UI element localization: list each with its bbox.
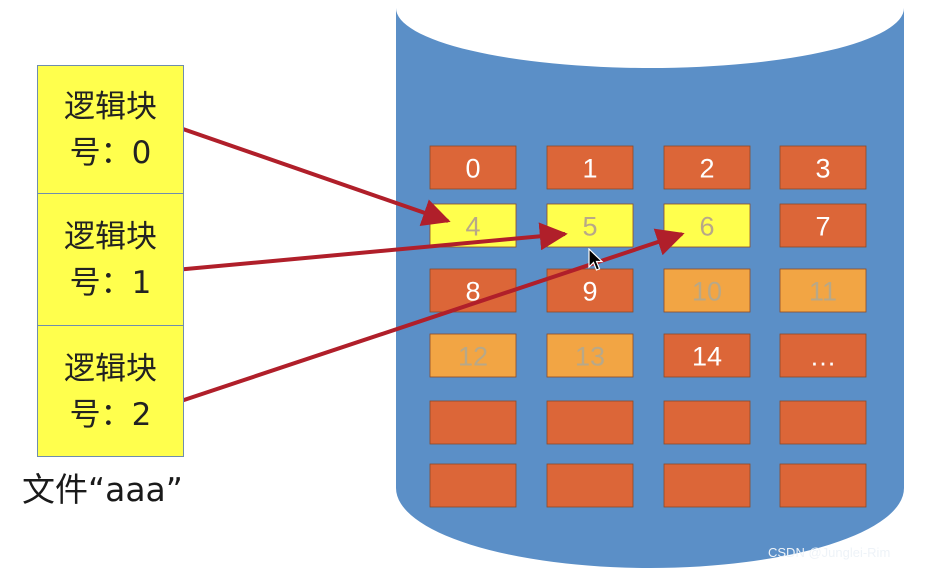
file-label: 文件“aaa”: [22, 470, 183, 509]
physical-block-11: 11: [779, 268, 867, 313]
physical-block-rect: [429, 463, 517, 508]
physical-block-21: [546, 463, 634, 508]
physical-block-12: 12: [429, 333, 517, 378]
physical-block-19: [779, 400, 867, 445]
logical-block-2-line1: 逻辑块: [64, 351, 157, 387]
physical-block-label: 10: [692, 277, 722, 307]
physical-block-label: 6: [699, 212, 714, 242]
physical-block-rect: [663, 463, 751, 508]
physical-block-17: [546, 400, 634, 445]
physical-block-label: 1: [582, 154, 597, 184]
physical-block-label: 2: [699, 154, 714, 184]
watermark: CSDN @Junglei-Rim: [768, 545, 891, 560]
physical-block-label: 9: [582, 277, 597, 307]
physical-block-rect: [429, 400, 517, 445]
physical-block-22: [663, 463, 751, 508]
logical-block-2: 逻辑块 号：2: [37, 325, 184, 457]
physical-block-7: 7: [779, 203, 867, 248]
physical-block-16: [429, 400, 517, 445]
physical-block-0: 0: [429, 145, 517, 190]
logical-block-1: 逻辑块 号：1: [37, 193, 184, 326]
physical-block-rect: [546, 333, 634, 378]
physical-block-rect: [663, 145, 751, 190]
logical-block-1-line2: 号：1: [69, 265, 152, 301]
physical-block-18: [663, 400, 751, 445]
physical-block-14: 14: [663, 333, 751, 378]
logical-block-1-line1: 逻辑块: [64, 219, 157, 255]
physical-block-label: 8: [465, 277, 480, 307]
physical-block-rect: [663, 268, 751, 313]
physical-block-label: 11: [809, 277, 837, 307]
physical-block-rect: [779, 463, 867, 508]
physical-block-label: 12: [458, 342, 488, 372]
physical-block-6: 6: [663, 203, 751, 248]
physical-block-rect: [546, 463, 634, 508]
physical-block-rect: [546, 400, 634, 445]
disk-cylinder: [396, 8, 904, 568]
physical-block-rect: [663, 400, 751, 445]
physical-block-rect: [779, 400, 867, 445]
physical-block-10: 10: [663, 268, 751, 313]
physical-block-label: 13: [575, 342, 605, 372]
physical-block-rect: [663, 333, 751, 378]
physical-block-label: 7: [815, 212, 830, 242]
physical-block-label: 5: [582, 212, 597, 242]
physical-block-5: 5: [546, 203, 634, 248]
physical-block-rect: [779, 203, 867, 248]
physical-block-1: 1: [546, 145, 634, 190]
physical-block-rect: [429, 333, 517, 378]
physical-block-2: 2: [663, 145, 751, 190]
physical-block-13: 13: [546, 333, 634, 378]
mouse-pointer-icon: [588, 248, 604, 271]
physical-block-15: …: [779, 333, 867, 378]
logical-block-0-line2: 号：0: [69, 135, 152, 171]
physical-block-label: 14: [692, 342, 722, 372]
mapping-arrow-1: [174, 222, 568, 272]
physical-block-9: 9: [546, 268, 634, 313]
physical-block-label: 0: [465, 154, 480, 184]
physical-block-20: [429, 463, 517, 508]
physical-block-rect: [779, 145, 867, 190]
logical-block-0: 逻辑块 号：0: [37, 65, 184, 194]
physical-block-rect: [429, 145, 517, 190]
physical-block-23: [779, 463, 867, 508]
physical-block-rect: [779, 268, 867, 313]
physical-block-label: …: [810, 342, 837, 372]
logical-block-0-line1: 逻辑块: [64, 89, 157, 125]
mapping-arrow-0: [179, 126, 451, 226]
physical-block-3: 3: [779, 145, 867, 190]
physical-block-label: 4: [465, 212, 480, 242]
physical-block-rect: [546, 145, 634, 190]
physical-block-label: 3: [815, 154, 830, 184]
logical-block-2-line2: 号：2: [69, 397, 152, 433]
physical-block-rect: [779, 333, 867, 378]
